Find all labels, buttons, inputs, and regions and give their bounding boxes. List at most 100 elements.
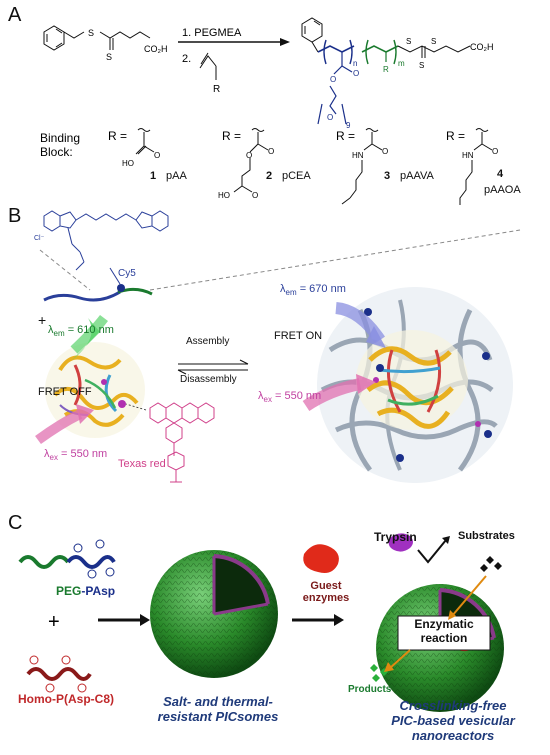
chain-left-2	[99, 31, 151, 39]
block-num-4: 4	[497, 168, 504, 180]
homo-label: Homo-P(Asp-C8)	[18, 692, 114, 706]
substrates-label: Substrates	[458, 530, 515, 542]
fret-on-label: FRET ON	[274, 330, 323, 342]
dashed-guide-right	[149, 229, 521, 291]
homo-polymer	[26, 655, 92, 693]
texas-red-pointer	[125, 403, 147, 411]
block-num-1: 1	[150, 170, 157, 182]
svg-text:O: O	[353, 69, 359, 78]
acid-left: CO₂H	[144, 44, 168, 54]
svg-text:HN: HN	[462, 151, 474, 160]
svg-text:O: O	[327, 113, 333, 122]
cy5-structure	[43, 210, 169, 271]
r-eq-4: R =	[446, 129, 465, 143]
svg-text:O: O	[246, 151, 252, 160]
guest-enzyme-blob	[303, 544, 339, 573]
disassembly-label: Disassembly	[180, 374, 237, 385]
acid-right: CO₂H	[470, 42, 494, 52]
ex-arrow-left	[35, 409, 83, 445]
reaction-arrow-head	[280, 38, 290, 46]
binding-label-2: Block:	[40, 145, 73, 159]
texas-red-label: Texas red	[118, 458, 166, 470]
products-label: Products	[348, 684, 392, 695]
peg-sidechain	[329, 85, 337, 115]
lambda-em-right: λem = 670 nm	[280, 283, 346, 298]
lambda-ex-right: λex = 550 nm	[258, 390, 322, 405]
block-num-2: 2	[266, 170, 273, 182]
cy5-pointer	[109, 267, 121, 285]
panel-b-graphic: Cl⁻	[34, 210, 521, 483]
fret-off-label: FRET OFF	[38, 386, 92, 398]
block-name-4: pAAOA	[484, 184, 521, 196]
block-name-3: pAAVA	[400, 170, 434, 182]
enzymatic-reaction-box	[397, 615, 491, 651]
panel-a-structures: S S CO₂H 1. PEGMEA 2. R n O O O 9 m R S …	[40, 17, 498, 205]
assembly-label: Assembly	[186, 336, 230, 347]
block-name-2: pCEA	[282, 170, 311, 182]
block-num-3: 3	[384, 170, 391, 182]
r-eq-2: R =	[222, 129, 241, 143]
r-eq-1: R =	[108, 129, 127, 143]
binding-label-1: Binding	[40, 131, 80, 145]
svg-text:S: S	[419, 61, 424, 70]
dashed-guide-left	[39, 249, 91, 291]
svg-text:O: O	[492, 147, 498, 156]
step-2-text: 2.	[182, 53, 191, 65]
svg-text:S: S	[406, 37, 411, 46]
trypsin-label: Trypsin	[374, 530, 417, 544]
substrate-arrow	[451, 575, 487, 617]
picsome-sphere	[150, 550, 278, 678]
trypsin-shape	[388, 533, 413, 552]
picsome-caption: Salt- and thermal-resistant PICsomes	[157, 694, 279, 724]
svg-text:HN: HN	[352, 151, 364, 160]
lambda-em-left: λem = 610 nm	[48, 324, 114, 339]
subscript-9: 9	[346, 121, 351, 130]
step-1-text: 1. PEGMEA	[182, 27, 242, 39]
svg-text:HO: HO	[122, 159, 134, 168]
reagent-r: R	[213, 84, 220, 95]
substrates-shape	[480, 556, 502, 572]
svg-text:O: O	[382, 147, 388, 156]
structure-pAA	[135, 128, 155, 155]
vinyl-reagent	[199, 55, 217, 69]
subscript-r: R	[383, 65, 389, 74]
panel-label-a: A	[8, 4, 22, 26]
svg-text:S: S	[431, 37, 436, 46]
plus-c: +	[48, 611, 60, 633]
cl-ion: Cl⁻	[34, 235, 45, 242]
subscript-m: m	[398, 59, 405, 68]
product-arrow	[389, 649, 411, 669]
block-name-1: pAA	[166, 170, 187, 182]
svg-text:O: O	[268, 147, 274, 156]
peg-pasp-label: PEG-PAsp	[56, 584, 116, 598]
texas-red-structure	[149, 402, 215, 483]
cy5-dot	[117, 284, 125, 292]
benzene-ring-left	[43, 25, 65, 51]
s-atom-2: S	[106, 52, 112, 62]
structure-pCEA	[233, 128, 269, 193]
plus-b: +	[38, 312, 47, 328]
svg-text:O: O	[252, 191, 258, 200]
chain-left-1	[63, 31, 85, 39]
structure-pAAVA	[341, 128, 383, 205]
s-atom-1: S	[88, 28, 94, 38]
chain-pegmea	[43, 290, 121, 302]
benzene-ring-right	[301, 17, 323, 43]
svg-text:HO: HO	[218, 191, 230, 200]
assembled-micelle	[317, 287, 513, 483]
trypsin-arrow	[417, 539, 447, 564]
lambda-ex-left: λex = 550 nm	[44, 448, 108, 463]
binding-backbone	[361, 45, 399, 53]
structure-pAAOA	[459, 128, 493, 205]
panel-label-b: B	[8, 205, 22, 227]
cy5-label: Cy5	[118, 268, 136, 279]
svg-text:O: O	[330, 75, 336, 84]
r-eq-3: R =	[336, 129, 355, 143]
ex-arrow-right	[302, 378, 362, 412]
subscript-n: n	[353, 59, 357, 68]
svg-text:O: O	[154, 151, 160, 160]
